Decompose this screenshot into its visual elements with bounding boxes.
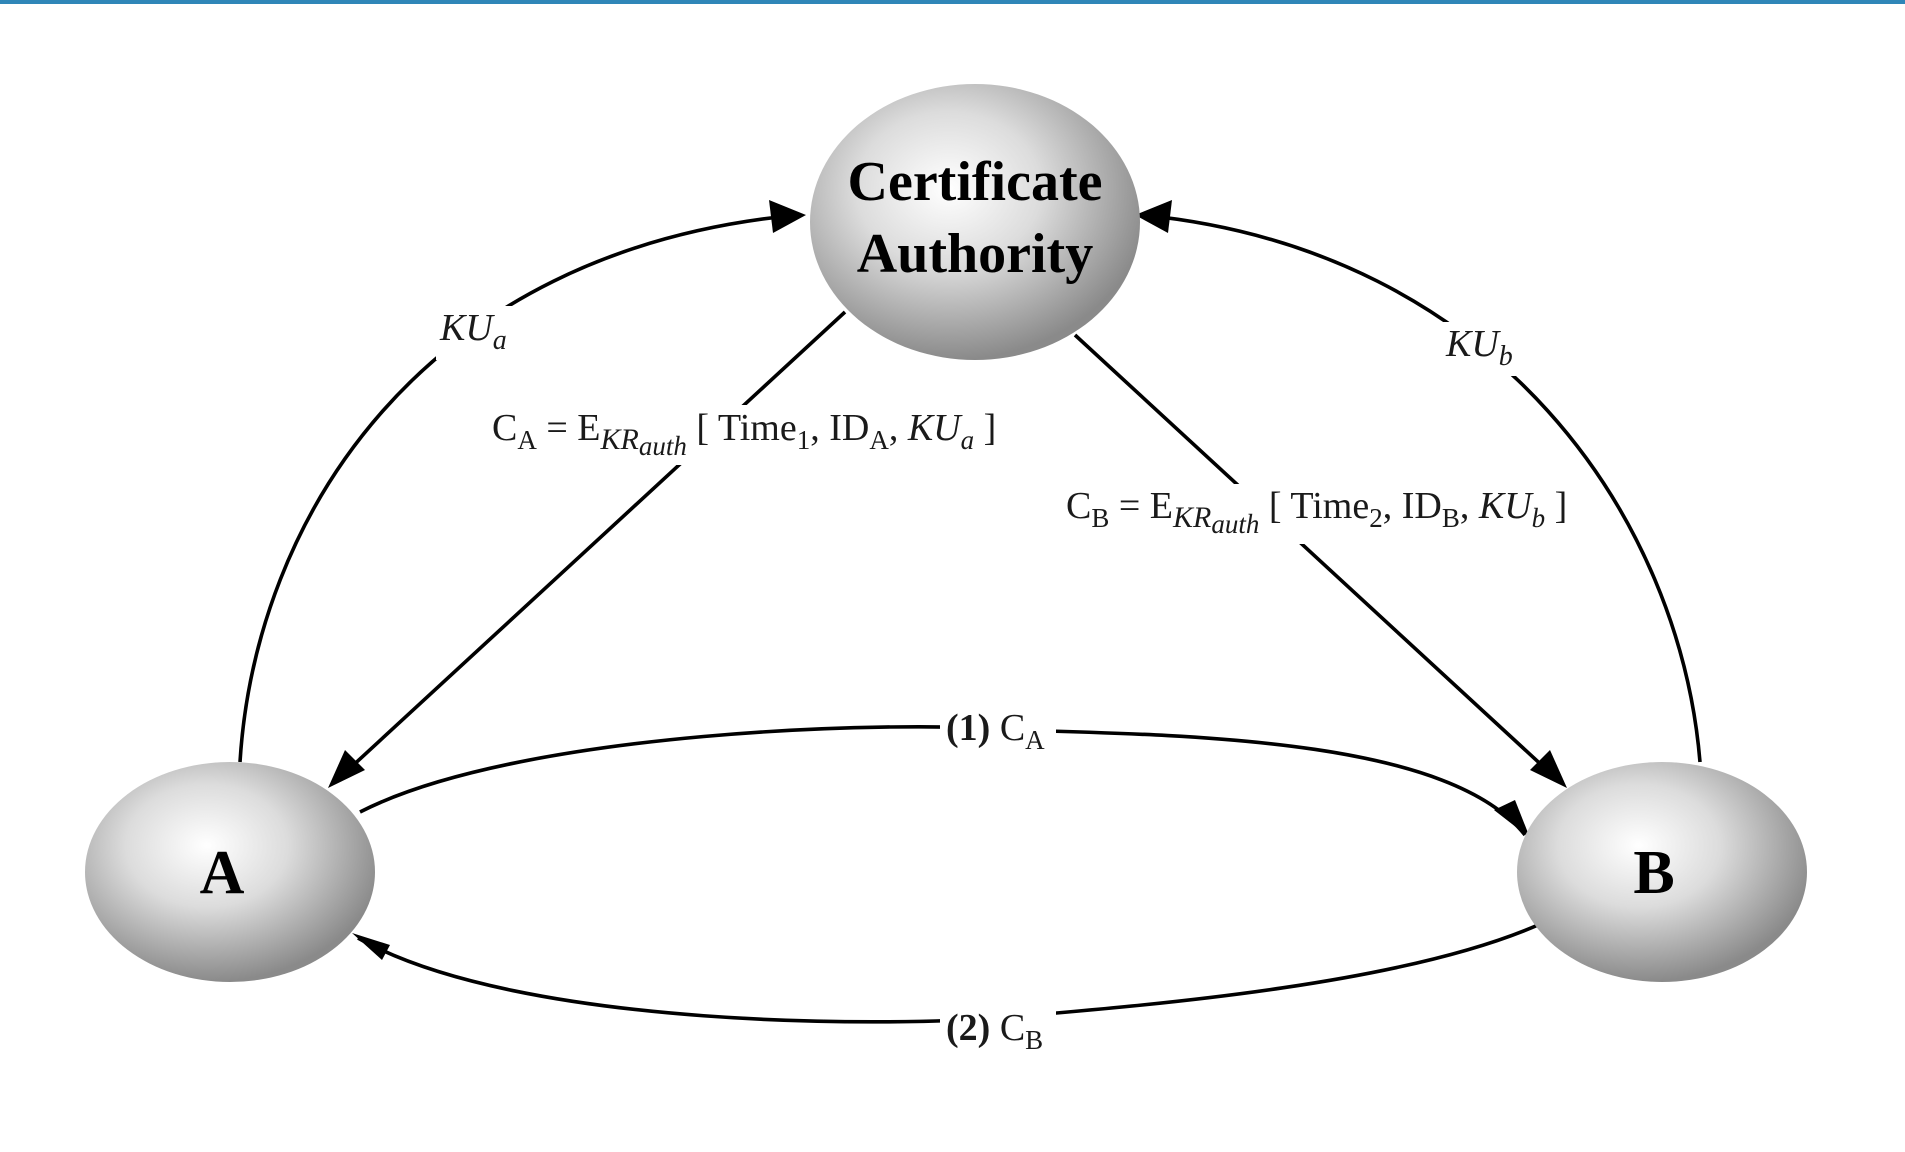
key-sub: auth: [639, 431, 687, 461]
edge-ca-to-a: [333, 310, 847, 784]
label-ca-to-a: CA = EKRauth [ Time1, IDA, KUa ]: [492, 407, 996, 461]
cert-name: C: [990, 707, 1025, 749]
ku-sub: b: [1499, 341, 1513, 372]
ca-label-line2: Authority: [857, 223, 1093, 285]
ku-name: KU: [1478, 485, 1534, 527]
bracket-close: ]: [974, 407, 996, 449]
step-number: (1): [946, 707, 990, 749]
ku-name: KU: [907, 407, 963, 449]
bracket-time: [ Time: [687, 407, 797, 449]
top-accent-bar: [0, 0, 1905, 4]
label-b-to-ca: KUb: [1445, 323, 1513, 372]
label-a-to-b: (1) CA: [946, 707, 1045, 755]
id-name: , ID: [810, 407, 869, 449]
key-name: KR: [1172, 501, 1211, 534]
ku-sub: a: [493, 325, 507, 356]
cert-sub: B: [1025, 1025, 1043, 1055]
comma: ,: [1460, 485, 1479, 527]
cert-sub: A: [1025, 725, 1045, 755]
label-ca-to-b: CB = EKRauth [ Time2, IDB, KUb ]: [1066, 485, 1567, 539]
arrowhead-a-to-ca: [769, 200, 806, 233]
arrowhead-ca-to-b: [1530, 750, 1567, 788]
comma: ,: [889, 407, 908, 449]
edge-b-to-ca: [1141, 213, 1702, 763]
arrowhead-a-to-b: [1494, 800, 1530, 838]
cert-sub: A: [517, 425, 537, 455]
cert-sub: B: [1091, 503, 1109, 533]
bracket-time: [ Time: [1259, 485, 1369, 527]
ca-label-line1: Certificate: [848, 151, 1103, 213]
ku-sub: a: [961, 425, 975, 455]
bracket-close: ]: [1545, 485, 1567, 527]
equals-e: = E: [537, 407, 601, 449]
time-sub: 2: [1369, 503, 1383, 533]
equals-e: = E: [1109, 485, 1173, 527]
cert-name: C: [1066, 485, 1091, 527]
ku-main: KU: [1445, 323, 1501, 365]
edge-ca-to-b: [1073, 333, 1562, 784]
key-sub: auth: [1211, 509, 1259, 539]
ku-sub: b: [1532, 503, 1546, 533]
arrowhead-b-to-ca: [1135, 200, 1172, 233]
arrowhead-ca-to-a: [328, 750, 365, 788]
label-a-to-ca: KUa: [439, 307, 507, 356]
node-a-label: A: [200, 839, 245, 907]
key-name: KR: [600, 423, 639, 456]
node-certificate-authority: Certificate Authority: [810, 84, 1140, 360]
arrowhead-b-to-a: [352, 933, 390, 960]
node-b: B: [1517, 762, 1807, 982]
cert-name: C: [492, 407, 517, 449]
edge-a-to-ca: [238, 213, 799, 763]
cert-name: C: [990, 1007, 1025, 1049]
label-b-to-a: (2) CB: [946, 1007, 1043, 1055]
id-sub: B: [1442, 503, 1460, 533]
time-sub: 1: [797, 425, 811, 455]
step-number: (2): [946, 1007, 990, 1049]
id-sub: A: [869, 425, 889, 455]
ku-main: KU: [439, 307, 495, 349]
id-name: , ID: [1383, 485, 1442, 527]
node-b-label: B: [1633, 839, 1674, 907]
node-a: A: [85, 762, 375, 982]
